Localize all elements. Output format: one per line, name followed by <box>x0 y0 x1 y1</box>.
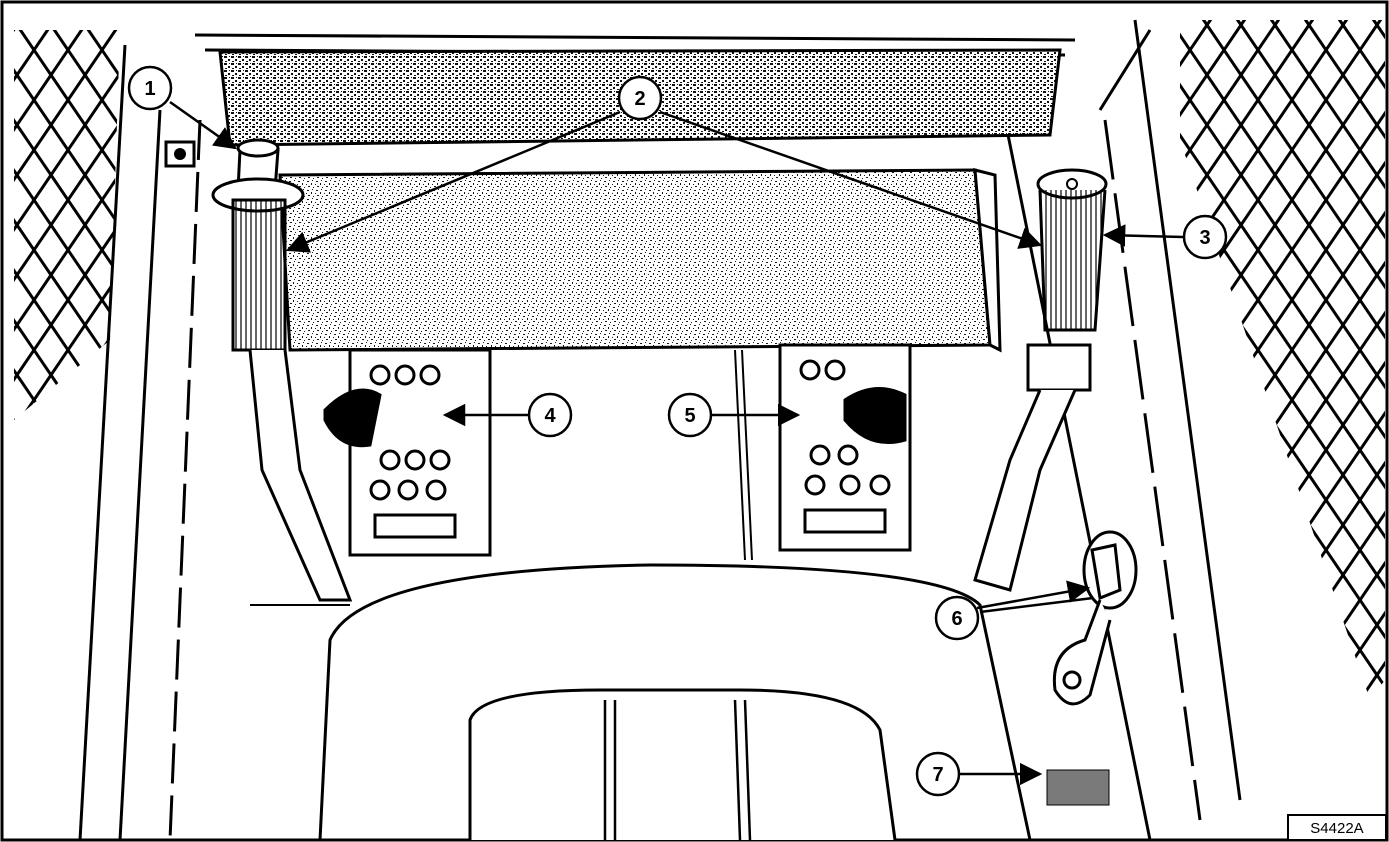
callout-6-label: 6 <box>951 608 962 630</box>
callout-2: 2 <box>619 77 661 119</box>
callout-1-label: 1 <box>144 78 155 100</box>
pillar-decal-icon <box>166 142 194 166</box>
callout-3: 3 <box>1184 216 1226 258</box>
callout-4: 4 <box>529 394 571 436</box>
left-foot-pedal <box>325 350 490 555</box>
callout-1: 1 <box>129 67 171 109</box>
callout-5: 5 <box>669 394 711 436</box>
callout-7-label: 7 <box>932 764 943 786</box>
callout-4-label: 4 <box>544 405 556 427</box>
callout-6: 6 <box>936 597 978 639</box>
right-foot-pedal <box>780 345 910 550</box>
front-panel <box>280 170 1000 350</box>
floor-switch <box>1047 770 1109 805</box>
callout-3-label: 3 <box>1199 227 1210 249</box>
operator-seat <box>320 565 1030 840</box>
figure-id-label: S4422A <box>1310 820 1363 837</box>
figure-id-tag: S4422A <box>1288 815 1386 840</box>
callout-5-label: 5 <box>684 405 695 427</box>
callout-2-label: 2 <box>634 88 645 110</box>
callout-7: 7 <box>917 753 959 795</box>
